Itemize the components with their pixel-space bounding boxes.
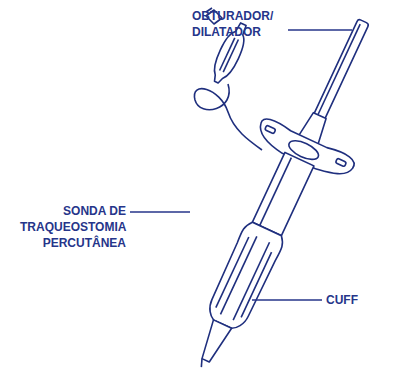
leader-line — [130, 211, 190, 212]
part-label: CUFF — [326, 292, 358, 308]
leader-line — [252, 299, 322, 300]
leader-line — [288, 29, 352, 30]
tube-assembly — [157, 0, 411, 376]
pilot-line — [194, 84, 262, 150]
part-label: OBTURADOR/ DILATADOR — [192, 8, 273, 40]
part-label: SONDA DE TRAQUEOSTOMIA PERCUTÂNEA — [20, 203, 126, 251]
